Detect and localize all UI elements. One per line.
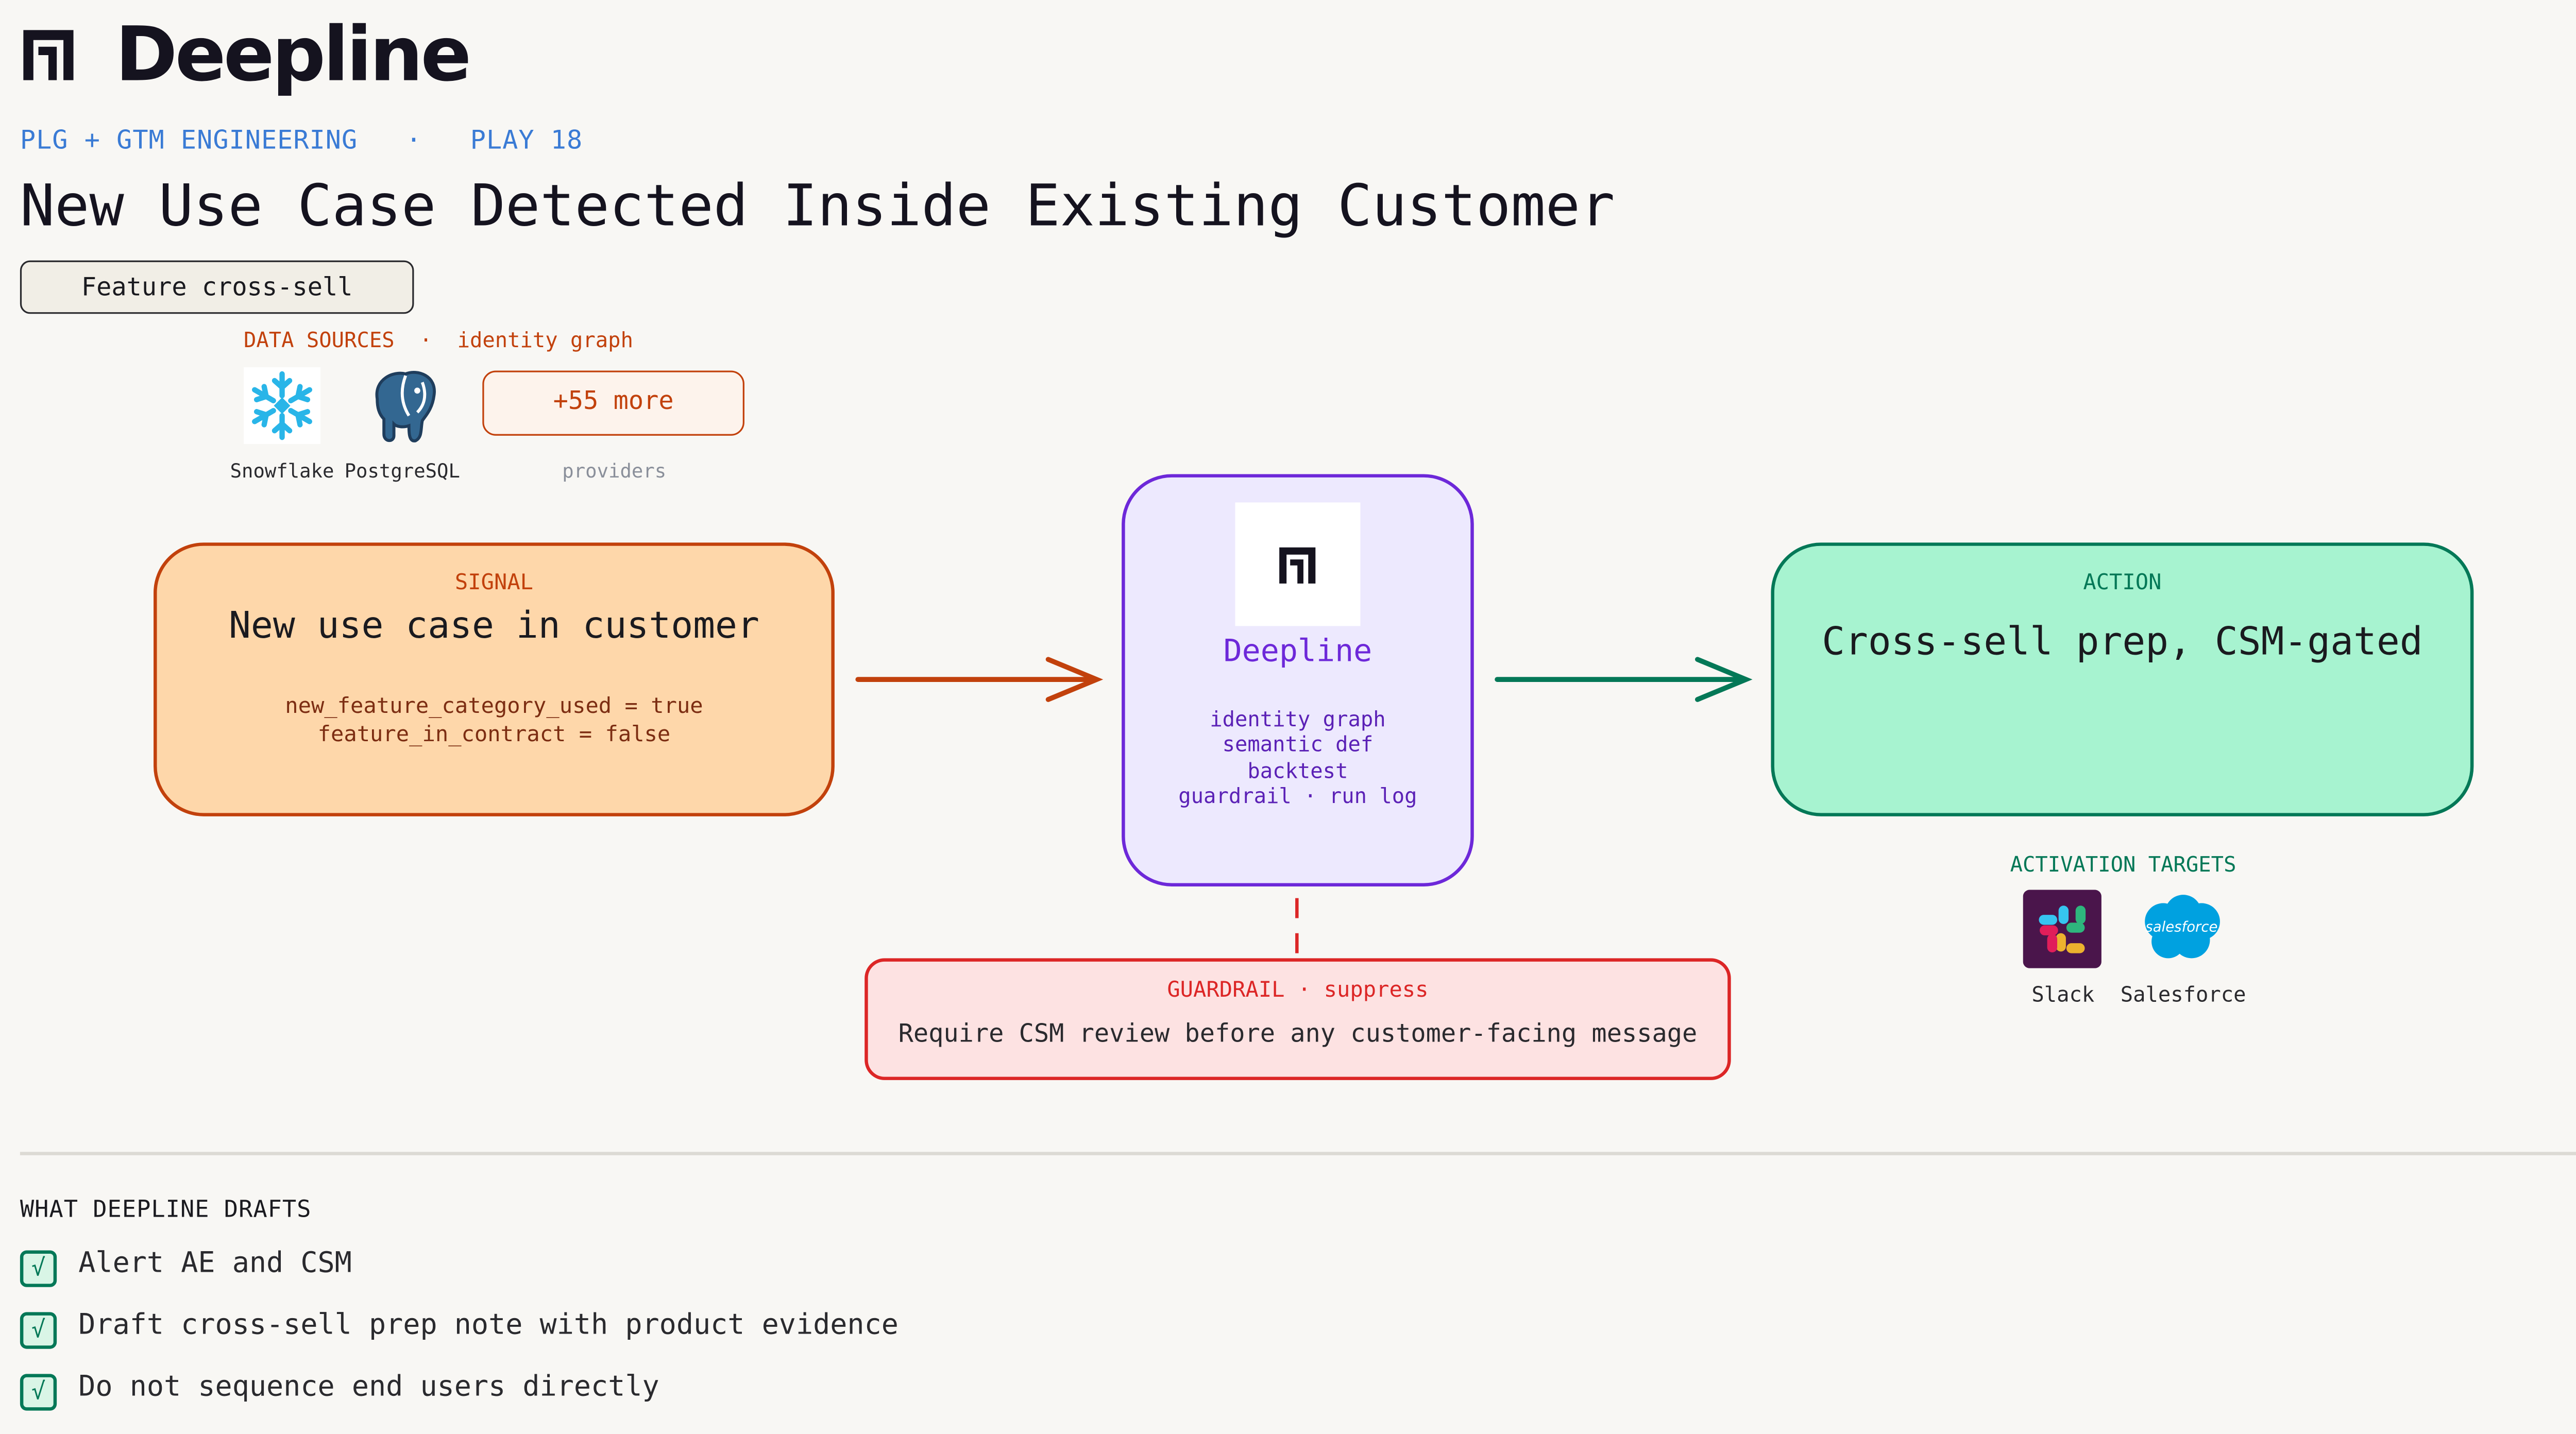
deepline-logo-icon bbox=[1279, 547, 1316, 584]
data-sources-label: DATA SOURCES bbox=[244, 327, 395, 352]
draft-item: Draft cross-sell prep note with product … bbox=[78, 1308, 899, 1342]
salesforce-cloud-icon: salesforce bbox=[2145, 895, 2220, 959]
guardrail-header: GUARDRAIL · suppress bbox=[865, 978, 1731, 1003]
separator-dot: · bbox=[1297, 978, 1311, 1003]
page-title: New Use Case Detected Inside Existing Cu… bbox=[20, 174, 1615, 241]
checkbox-icon[interactable]: √ bbox=[20, 1374, 57, 1411]
more-providers-badge[interactable]: +55 more bbox=[482, 370, 744, 436]
feature-tag: Feature cross-sell bbox=[20, 260, 414, 314]
target-label-salesforce: Salesforce bbox=[2120, 981, 2246, 1007]
signal-box bbox=[154, 542, 835, 816]
drafts-heading: WHAT DEEPLINE DRAFTS bbox=[20, 1197, 312, 1224]
guardrail-box bbox=[865, 958, 1731, 1080]
checkbox-icon[interactable]: √ bbox=[20, 1312, 57, 1349]
engine-capability: backtest bbox=[1247, 758, 1348, 783]
draft-item: Alert AE and CSM bbox=[78, 1247, 352, 1281]
action-label: ACTION bbox=[2083, 571, 2162, 596]
data-sources-sublabel: identity graph bbox=[457, 327, 633, 352]
slack-icon bbox=[2023, 890, 2102, 968]
postgresql-elephant-icon bbox=[375, 371, 436, 442]
separator-dot: · bbox=[419, 327, 432, 352]
checkbox-icon[interactable]: √ bbox=[20, 1250, 57, 1287]
salesforce-logo-text: salesforce bbox=[2145, 918, 2217, 935]
section-divider bbox=[20, 1152, 2576, 1155]
signal-label: SIGNAL bbox=[454, 571, 534, 596]
eyebrow: PLG + GTM ENGINEERING · PLAY 18 bbox=[20, 125, 583, 155]
engine-capability: semantic def bbox=[1222, 731, 1374, 757]
category-label: PLG + GTM ENGINEERING bbox=[20, 125, 358, 156]
providers-caption: providers bbox=[562, 459, 667, 483]
engine-to-action-arrow bbox=[1495, 657, 1753, 702]
engine-capability: guardrail · run log bbox=[1178, 783, 1417, 808]
signal-title: New use case in customer bbox=[229, 606, 759, 648]
engine-title: Deepline bbox=[1223, 634, 1372, 670]
brand-name: Deepline bbox=[115, 10, 472, 99]
signal-to-engine-arrow bbox=[855, 657, 1104, 702]
deepline-logo-icon bbox=[23, 30, 74, 80]
engine-capability: identity graph bbox=[1210, 706, 1386, 731]
guardrail-mode: suppress bbox=[1324, 978, 1429, 1003]
action-title: Cross-sell prep, CSM-gated bbox=[1822, 621, 2423, 664]
guardrail-label: GUARDRAIL bbox=[1167, 978, 1285, 1003]
draft-item: Do not sequence end users directly bbox=[78, 1370, 659, 1404]
play-label: PLAY 18 bbox=[470, 125, 583, 156]
target-label-slack: Slack bbox=[2031, 981, 2095, 1007]
source-label-postgresql: PostgreSQL bbox=[344, 459, 460, 483]
source-label-snowflake: Snowflake bbox=[230, 459, 334, 483]
action-box bbox=[1771, 542, 2474, 816]
guardrail-text: Require CSM review before any customer-f… bbox=[898, 1018, 1698, 1049]
separator-dot: · bbox=[405, 125, 422, 156]
activation-targets-label: ACTIVATION TARGETS bbox=[2010, 851, 2236, 877]
data-sources-header: DATA SOURCES · identity graph bbox=[244, 327, 633, 352]
snowflake-icon bbox=[244, 367, 321, 445]
signal-condition: new_feature_category_used = true bbox=[285, 694, 703, 720]
signal-condition: feature_in_contract = false bbox=[317, 723, 671, 748]
